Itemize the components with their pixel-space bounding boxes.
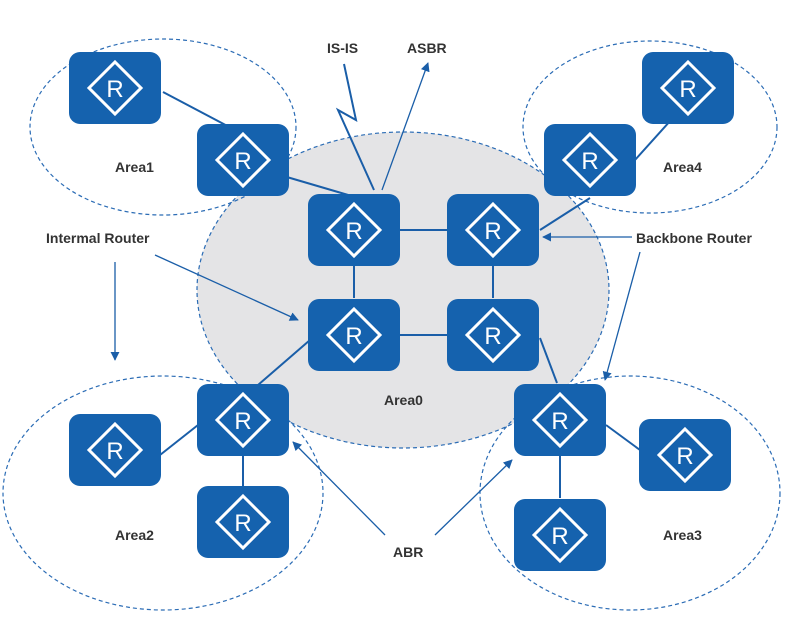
link-a1abr-asbr: [279, 174, 356, 198]
link-a0br-a3abr: [539, 337, 558, 384]
isis-external-link: [335, 63, 375, 191]
router-diamond-icon: [531, 391, 589, 449]
link-a3abr-a3right: [605, 424, 641, 451]
router-glyph: R: [581, 148, 598, 175]
router-diamond-icon: [656, 426, 714, 484]
link-a2abr-a2left: [159, 424, 199, 456]
area4-label: Area4: [663, 159, 702, 175]
area2-label: Area2: [115, 527, 154, 543]
link-a0tr-a4abr: [539, 197, 591, 231]
router-glyph: R: [106, 76, 123, 103]
router-diamond-icon: [86, 421, 144, 479]
router-glyph: R: [679, 76, 696, 103]
router-body: [308, 299, 400, 371]
router-a0-asbr[interactable]: R: [308, 194, 400, 266]
router-diamond-icon: [531, 506, 589, 564]
asbr-arrow: [381, 62, 430, 191]
backbone-router-arrow-down: [602, 251, 641, 381]
area0-label: Area0: [384, 392, 423, 408]
router-diamond-icon: [325, 201, 383, 259]
router-a2-left[interactable]: R: [69, 414, 161, 486]
router-a0-tr[interactable]: R: [447, 194, 539, 266]
router-glyph: R: [345, 218, 362, 245]
router-body: [447, 299, 539, 371]
router-glyph: R: [551, 523, 568, 550]
router-a1-abr[interactable]: R: [197, 124, 289, 196]
router-glyph: R: [676, 443, 693, 470]
area1-label: Area1: [115, 159, 154, 175]
link-a1internal-a1abr: [162, 91, 236, 131]
router-glyph: R: [345, 323, 362, 350]
router-diamond-icon: [659, 59, 717, 117]
router-glyph: R: [106, 438, 123, 465]
backbone-router-label: Backbone Router: [636, 230, 752, 246]
router-diamond-icon: [325, 306, 383, 364]
router-body: [197, 486, 289, 558]
router-glyph: R: [234, 148, 251, 175]
router-body: [514, 499, 606, 571]
abr-label: ABR: [393, 544, 423, 560]
area4-region: [522, 40, 778, 214]
router-a4-internal[interactable]: R: [642, 52, 734, 124]
router-glyph: R: [551, 408, 568, 435]
router-a3-right[interactable]: R: [639, 419, 731, 491]
router-body: [197, 124, 289, 196]
routers: R R R R R R R R R R R R R R: [69, 52, 734, 571]
router-a0-bl[interactable]: R: [308, 299, 400, 371]
router-diamond-icon: [214, 493, 272, 551]
area1-region: [29, 38, 297, 216]
router-glyph: R: [234, 408, 251, 435]
isis-label: IS-IS: [327, 40, 358, 56]
router-body: [447, 194, 539, 266]
router-body: [639, 419, 731, 491]
router-glyph: R: [234, 510, 251, 537]
router-diamond-icon: [561, 131, 619, 189]
annotation-arrows: [110, 62, 641, 536]
router-diamond-icon: [214, 391, 272, 449]
router-diamond-icon: [86, 59, 144, 117]
router-body: [69, 52, 161, 124]
abr-arrow-left: [292, 441, 386, 536]
link-a0bl-a2abr: [257, 339, 311, 386]
area2-region: [2, 375, 324, 611]
router-glyph: R: [484, 218, 501, 245]
area3-region: [479, 375, 781, 611]
links: [159, 91, 681, 498]
router-body: [308, 194, 400, 266]
internal-router-label: Intermal Router: [46, 230, 150, 246]
router-a3-bottom[interactable]: R: [514, 499, 606, 571]
router-body: [544, 124, 636, 196]
router-a1-internal[interactable]: R: [69, 52, 161, 124]
router-diamond-icon: [214, 131, 272, 189]
router-a2-bottom[interactable]: R: [197, 486, 289, 558]
abr-arrow-right: [434, 459, 513, 536]
area3-label: Area3: [663, 527, 702, 543]
router-body: [69, 414, 161, 486]
asbr-label: ASBR: [407, 40, 447, 56]
router-diamond-icon: [464, 306, 522, 364]
router-body: [642, 52, 734, 124]
router-diamond-icon: [464, 201, 522, 259]
router-a2-abr[interactable]: R: [197, 384, 289, 456]
router-body: [514, 384, 606, 456]
router-glyph: R: [484, 323, 501, 350]
router-a4-abr[interactable]: R: [544, 124, 636, 196]
router-a3-abr[interactable]: R: [514, 384, 606, 456]
router-a0-br[interactable]: R: [447, 299, 539, 371]
internal-router-arrow-right: [154, 254, 299, 321]
router-body: [197, 384, 289, 456]
